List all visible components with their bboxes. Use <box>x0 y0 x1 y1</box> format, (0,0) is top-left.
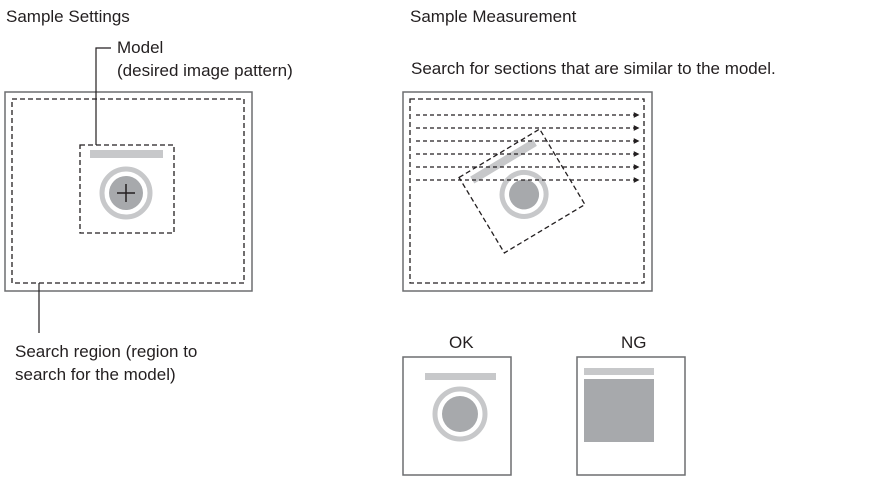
model-leader-line <box>95 47 111 145</box>
model-label-line2: (desired image pattern) <box>117 61 293 80</box>
search-region-label-line2: search for the model) <box>15 365 176 384</box>
model-label-line1: Model <box>117 38 164 57</box>
ok-label: OK <box>449 333 474 352</box>
ng-example-block <box>584 379 654 442</box>
scan-arrows <box>416 112 640 183</box>
ng-example-bar <box>584 368 654 375</box>
found-rotated-model <box>458 128 586 254</box>
sample-settings-title: Sample Settings <box>6 7 130 26</box>
model-region-box <box>79 144 175 234</box>
search-region-label-line1: Search region (region to <box>15 342 198 361</box>
search-region-box <box>11 98 245 284</box>
ok-example-fill <box>442 396 478 432</box>
crosshair-icon <box>117 184 135 202</box>
sample-measurement-title: Sample Measurement <box>410 7 577 26</box>
model-bar <box>90 150 163 158</box>
ng-label: NG <box>621 333 647 352</box>
measurement-search-region-box <box>409 98 645 284</box>
measurement-description: Search for sections that are similar to … <box>411 59 776 78</box>
ok-example-bar <box>425 373 496 380</box>
